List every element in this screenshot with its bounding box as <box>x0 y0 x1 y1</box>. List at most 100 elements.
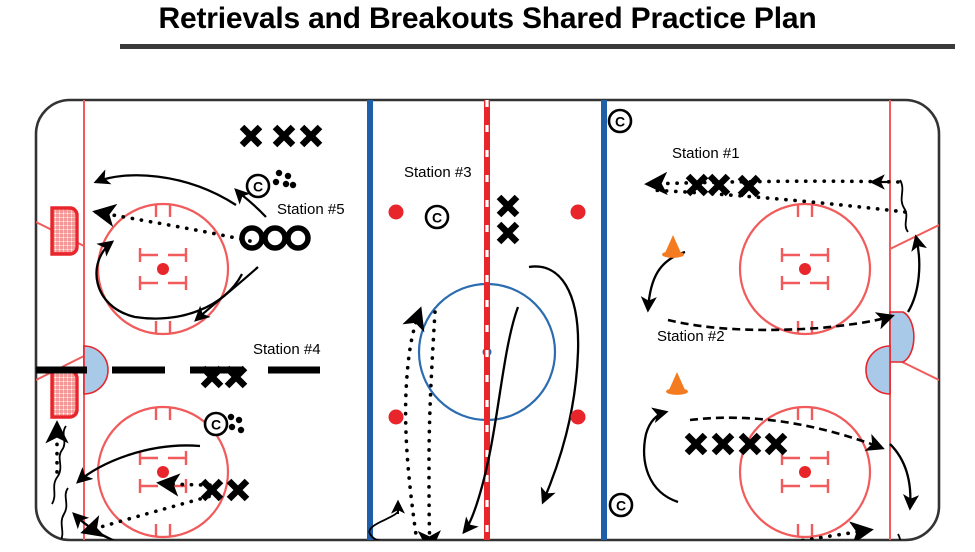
s4-stickhandle-1 <box>51 425 67 505</box>
target-o-icon <box>262 225 288 251</box>
station-4-label: Station #4 <box>253 341 321 358</box>
title-divider <box>120 44 955 49</box>
puck-icon <box>282 180 290 188</box>
s2-stickhandle-corner <box>897 533 903 540</box>
player-marker <box>738 432 762 456</box>
coach-marker: C <box>608 492 634 518</box>
player-x-icon <box>684 432 708 456</box>
player-marker <box>764 432 788 456</box>
right-top-faceoff-dot-marks <box>780 205 830 333</box>
station-2-label: Station #2 <box>657 328 725 345</box>
player-x-icon <box>764 432 788 456</box>
right-zone-markings <box>738 100 939 540</box>
coach-letter: C <box>432 210 442 226</box>
puck-icon <box>284 172 292 180</box>
cone-icon <box>665 235 681 253</box>
station-2-markers: Station #2 C <box>608 328 788 518</box>
player-x-icon <box>200 478 224 502</box>
right-bottom-faceoff-circle <box>738 405 872 539</box>
station-3-markers: Station #3C <box>388 164 586 425</box>
s5-pass-path-1 <box>92 203 252 243</box>
s5-skate-path-3 <box>194 266 259 322</box>
puck-icon <box>235 416 243 424</box>
left-bottom-net <box>50 369 79 419</box>
station-3-paths <box>368 265 580 540</box>
player-marker <box>737 174 761 198</box>
coach-letter: C <box>616 498 626 514</box>
player-marker <box>684 432 708 456</box>
coach-letter: C <box>615 114 625 130</box>
s2-skate-path-2 <box>889 443 920 511</box>
s1-pass-path-2 <box>648 188 907 214</box>
player-marker <box>239 124 263 148</box>
coach-circle-icon <box>245 173 271 199</box>
s1-pass-path-1 <box>644 171 900 196</box>
left-referee-crease <box>83 345 109 395</box>
s1-skate-path-2 <box>907 234 927 313</box>
station-1-paths <box>640 171 927 332</box>
player-x-icon <box>685 173 709 197</box>
faceoff-dot <box>570 204 586 220</box>
station-1-label: Station #1 <box>672 145 740 162</box>
player-marker <box>711 432 735 456</box>
s4-pass-path-2 <box>80 492 220 538</box>
player-marker <box>685 173 709 197</box>
player-x-icon <box>224 365 248 389</box>
faceoff-dot <box>570 409 586 425</box>
s4-pass-path-1 <box>156 473 212 497</box>
player-x-icon <box>239 124 263 148</box>
s3-stickhandle <box>368 509 416 540</box>
player-marker <box>224 365 248 389</box>
cone-icon <box>669 372 685 390</box>
left-top-faceoff-circle <box>96 202 230 336</box>
coach-marker: C <box>607 108 633 134</box>
player-x-icon <box>738 432 762 456</box>
puck-icon <box>289 181 297 189</box>
left-top-faceoff-dot-marks <box>138 205 188 333</box>
coach-circle-icon <box>607 108 633 134</box>
right-top-faceoff-circle <box>738 202 872 336</box>
player-marker <box>707 173 731 197</box>
player-marker <box>200 478 224 502</box>
page-title: Retrievals and Breakouts Shared Practice… <box>158 2 817 35</box>
player-marker <box>299 124 323 148</box>
left-top-net <box>50 206 79 256</box>
coach-marker: C <box>424 204 450 230</box>
coach-circle-icon <box>424 204 450 230</box>
s5-skate-path-1 <box>93 169 237 206</box>
puck-icon <box>237 426 245 434</box>
puck-icon <box>228 423 236 431</box>
s3-skate-path-left <box>462 306 520 535</box>
player-marker <box>496 194 520 218</box>
s2-skate-path-1 <box>642 407 679 504</box>
station-4-paths <box>45 420 220 540</box>
player-x-icon <box>707 173 731 197</box>
zone-separators <box>367 100 607 540</box>
coach-marker: C <box>245 173 271 199</box>
s3-pass-path-down <box>417 310 441 540</box>
player-x-icon <box>299 124 323 148</box>
faceoff-dot <box>388 409 404 425</box>
right-bottom-faceoff-dot-marks <box>780 408 830 536</box>
right-referee-crease <box>865 345 891 395</box>
s2-stickhandle-path <box>689 416 885 451</box>
player-marker <box>226 478 250 502</box>
puck-icon <box>275 169 283 177</box>
player-marker <box>200 365 224 389</box>
player-x-icon <box>200 365 224 389</box>
cone-base-icon <box>666 388 688 395</box>
station-5-markers: Station #5C <box>239 124 345 251</box>
puck-icon <box>272 178 280 186</box>
player-x-icon <box>272 124 296 148</box>
target-o-icon <box>285 225 311 251</box>
left-bottom-faceoff-circle <box>96 405 230 539</box>
player-x-icon <box>496 221 520 245</box>
title-block: Retrievals and Breakouts Shared Practice… <box>0 0 975 66</box>
coach-circle-icon <box>203 411 229 437</box>
s1-stickhandle-corner <box>899 179 909 233</box>
player-x-icon <box>496 194 520 218</box>
